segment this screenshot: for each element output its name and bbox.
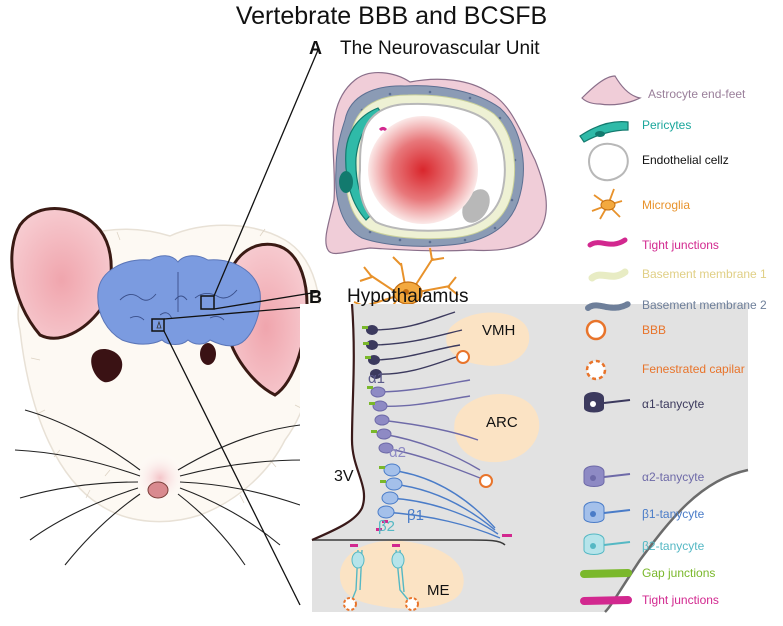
bbb-capillary-vmh xyxy=(456,350,470,364)
left-eye xyxy=(91,348,123,383)
beta1-tanycytes xyxy=(383,469,501,539)
fenestrated-capillary-1 xyxy=(343,597,357,611)
tight-junction-marks xyxy=(350,520,512,547)
alpha1-tanycyte-icon xyxy=(584,392,631,413)
label-alpha1: α1 xyxy=(368,370,386,387)
zoom-lines xyxy=(163,49,319,606)
mouse-nose xyxy=(147,481,169,499)
label-third-ventricle: 3V xyxy=(334,468,354,485)
arc-nucleus xyxy=(454,393,540,463)
whiskers xyxy=(14,409,306,566)
legend-label-astrocyte: Astrocyte end-feet xyxy=(648,87,746,101)
legend-label-alpha2: α2-tanycyte xyxy=(642,470,705,484)
legend-label-pericytes: Pericytes xyxy=(642,118,692,132)
alpha1-tanycytes xyxy=(369,311,463,375)
label-arc: ARC xyxy=(486,414,518,431)
beta2-tanycyte-icon xyxy=(583,533,631,555)
tight-junction-mark-a xyxy=(378,127,388,132)
ependymal-lining xyxy=(311,303,366,542)
panel-b-letter: B xyxy=(309,287,322,307)
legend-label-fenestrated: Fenestrated capilar xyxy=(642,362,745,376)
panel-b-title: Hypothalamus xyxy=(347,286,469,307)
label-vmh: VMH xyxy=(482,322,516,339)
vessel-lumen xyxy=(368,116,478,224)
legend-label-alpha1: α1-tanycyte xyxy=(642,397,705,411)
left-ear xyxy=(10,207,113,340)
endothelial-cell-icon xyxy=(588,142,629,182)
basement-membrane-1-icon xyxy=(588,268,629,282)
tight-junction-icon-a xyxy=(587,237,628,248)
alpha2-tanycytes xyxy=(375,379,486,481)
label-beta1: β1 xyxy=(407,507,424,524)
legend-label-beta2: β2-tanycyte xyxy=(642,539,705,553)
gap-junction-marks xyxy=(362,326,386,483)
zoom-box-b xyxy=(151,318,165,332)
legend-label-basement-membrane-1: Basement membrane 1 xyxy=(642,267,767,281)
legend-label-tight-junctions-a: Tight junctions xyxy=(642,238,719,252)
legend-a-icons xyxy=(579,75,642,311)
basement-membrane-2-icon xyxy=(585,301,631,311)
label-me: ME xyxy=(427,582,450,599)
figure-title: Vertebrate BBB and BCSFB xyxy=(235,2,548,30)
hypothalamus-diagram xyxy=(300,303,749,613)
legend-label-basement-membrane-2: Basement membrane 2 xyxy=(642,298,767,312)
mouse-brain xyxy=(97,255,261,347)
legend-b-icons xyxy=(580,319,632,605)
bbb-capillary-arc xyxy=(479,474,493,488)
hypothalamus-tissue xyxy=(312,304,748,612)
astrocyte-endfoot-icon xyxy=(581,75,642,106)
tight-junction-icon-b xyxy=(580,596,632,605)
pericyte-nucleus xyxy=(339,171,353,193)
pericyte-icon xyxy=(579,121,629,143)
legend-label-endothelial: Endothelial cellz xyxy=(642,153,729,167)
fenestrated-legend-icon xyxy=(585,359,607,381)
mouse-illustration xyxy=(10,207,321,566)
right-eye xyxy=(200,343,216,365)
legend-label-microglia: Microglia xyxy=(642,198,691,212)
gap-junction-icon xyxy=(580,569,632,578)
neurovascular-unit xyxy=(325,72,547,341)
legend-label-bbb: BBB xyxy=(642,323,667,337)
legend-label-gap-junctions: Gap junctions xyxy=(642,566,716,580)
panel-a-title: The Neurovascular Unit xyxy=(340,38,540,59)
zoom-box-a xyxy=(200,295,215,310)
beta1-tanycyte-icon xyxy=(583,501,631,523)
microglia-icon xyxy=(591,188,623,220)
bbb-legend-icon xyxy=(585,319,607,341)
third-ventricle-space xyxy=(300,304,365,540)
panel-a-letter: A xyxy=(309,38,322,58)
fenestrated-capillary-2 xyxy=(405,597,419,611)
legend-label-beta1: β1-tanycyte xyxy=(642,507,705,521)
pericyte-cell xyxy=(345,107,383,221)
alpha2-tanycyte-icon xyxy=(583,465,631,487)
legend-label-tight-junctions-b: Tight junctions xyxy=(642,593,719,607)
label-alpha2: α2 xyxy=(389,444,407,461)
label-beta2: β2 xyxy=(378,518,395,535)
